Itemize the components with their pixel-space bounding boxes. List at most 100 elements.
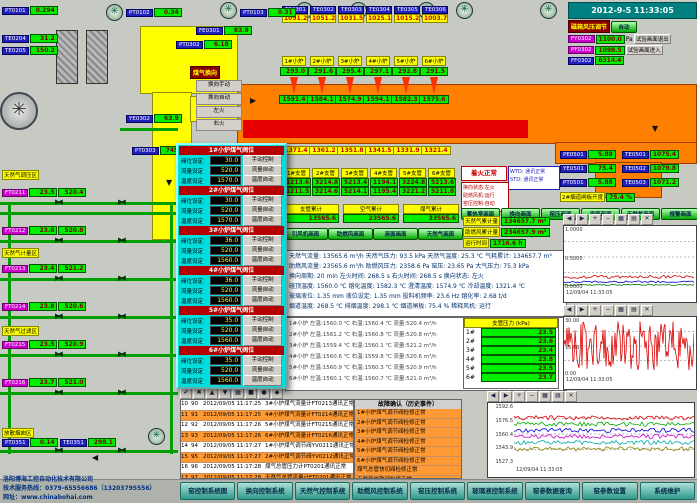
valve-icon[interactable]: ▶◀ (55, 274, 60, 282)
system-nav-button[interactable]: 窑压控制系统 (410, 482, 465, 500)
alarm-row[interactable]: 12 92 2012/09/05 11:17:26 5#小炉煤气流量计FT021… (181, 421, 353, 432)
valve-icon[interactable]: ▶◀ (55, 350, 60, 358)
chart-tool-button[interactable]: ▤ (628, 305, 640, 316)
instrument-value: 298.1 (88, 438, 116, 447)
system-nav-button[interactable]: 玻璃液控制系统 (467, 482, 522, 500)
alarm-row[interactable]: 13 93 2012/09/05 11:17:26 6#小炉煤气流量计FT021… (181, 432, 353, 443)
alarm-tool-button[interactable]: ▼ (219, 388, 231, 399)
status-line: 助燃风流量: 23565.6 m³/h 助燃风压力: 2358.6 Pa 窑压:… (289, 262, 563, 272)
valve-icon[interactable]: ▶◀ (118, 388, 123, 396)
alarm-tool-button[interactable]: ◆ (271, 388, 283, 399)
alarm-row[interactable]: 16 96 2012/09/05 11:17:28 煤气总管压力计PT0201通… (181, 463, 353, 474)
chart-tool-button[interactable]: ◀ (563, 305, 575, 316)
auto-button[interactable]: 自动 (611, 21, 637, 33)
alarm-tool-button[interactable]: ✖ (193, 388, 205, 399)
fault-row[interactable]: 6#小炉煤气调节阀检修正常 (355, 457, 461, 467)
chart-tool-button[interactable]: ✕ (641, 305, 653, 316)
screen-nav-button[interactable]: 引风机画面 (283, 228, 328, 240)
alarm-message: 6#小炉煤气流量计FT0216通讯正常 (265, 432, 353, 442)
alarm-row[interactable]: 15 95 2012/09/05 11:17:27 2#小炉煤气调节阀YV021… (181, 453, 353, 464)
alarm-tool-button[interactable]: ▦ (232, 388, 244, 399)
chart-tool-button[interactable]: + (513, 391, 525, 402)
fault-row[interactable]: 2#小炉煤气调节阀检修正常 (355, 419, 461, 429)
trend-chart-3[interactable]: 1592.61576.51560.41543.91527.3 12/09/04 … (487, 402, 695, 478)
fire-status: 着火正常 (461, 166, 507, 181)
trend-chart-1[interactable]: 1.00000.50000.0000 12/09/04 11:33:05 (563, 225, 697, 303)
alarm-tool-button[interactable]: ▲ (206, 388, 218, 399)
reversal-mode-button[interactable]: 右火 (196, 119, 242, 131)
chart-tool-button[interactable]: ✕ (641, 214, 653, 225)
chart2-xlabel: 12/09/04 11:33:05 (564, 377, 696, 383)
alarm-tool-button[interactable]: ■ (245, 388, 257, 399)
alarm-row[interactable]: 14 94 2012/09/05 11:17:27 1#小炉煤气调节阀YV021… (181, 442, 353, 453)
total-box: 煤气累计 33565.6 (403, 204, 459, 223)
test-exit-button[interactable]: 试验画面退出 (634, 34, 671, 44)
valve-icon[interactable]: ▶◀ (55, 312, 60, 320)
alarm-tool-button[interactable]: ● (258, 388, 270, 399)
chart-tool-button[interactable]: ▶ (500, 391, 512, 402)
chart-tool-button[interactable]: ▦ (615, 214, 627, 225)
fault-row[interactable]: 煤气总管快切阀检修正常 (355, 466, 461, 476)
chart-tool-button[interactable]: ▤ (552, 391, 564, 402)
valve-icon[interactable]: ▶◀ (118, 198, 123, 206)
status-line: 玻璃液位: 1.35 mm 液位设定: 1.35 mm 投料机频率: 23.6 … (289, 292, 563, 302)
alarm-message: 煤气总管压力计PT0201通讯正常 (265, 463, 353, 473)
system-nav-button[interactable]: 窑参数设置 (582, 482, 637, 500)
flow-arrow: ◀ (92, 453, 98, 462)
system-nav-button[interactable]: 窑控制系统图 (180, 482, 235, 500)
fault-row[interactable]: 1#小炉煤气调节阀检修正常 (355, 409, 461, 419)
temp-auto-button[interactable]: 温度自动 (243, 175, 282, 186)
instrument-value: 1003.7 (422, 14, 448, 23)
screen-nav-button[interactable]: 液面画面 (373, 228, 418, 240)
valve-icon[interactable]: ▶◀ (118, 312, 123, 320)
valve-icon[interactable]: ▶◀ (55, 446, 60, 454)
temp-auto-button[interactable]: 温度自动 (243, 295, 282, 306)
valve-icon[interactable]: ▶◀ (118, 350, 123, 358)
temp-set-value: 1570.0 (210, 176, 241, 185)
comm-status-box: WTD: 通讯正常STD: 通讯正常 (508, 166, 560, 190)
valve-icon[interactable]: ▶◀ (118, 236, 123, 244)
chart-tool-button[interactable]: ◀ (487, 391, 499, 402)
reversal-mode-button[interactable]: 换向自动 (196, 93, 242, 105)
test-enter-button[interactable]: 试验画面进入 (626, 45, 663, 55)
valve-icon[interactable]: ▶◀ (118, 446, 123, 454)
screen-nav-button[interactable]: 报警画面 (661, 208, 697, 220)
system-nav-button[interactable]: 系统维护 (640, 482, 695, 500)
valve-icon[interactable]: ▶◀ (55, 198, 60, 206)
screen-nav-button[interactable]: 天然气画面 (418, 228, 463, 240)
temp-auto-button[interactable]: 温度自动 (243, 335, 282, 346)
screen-nav-button[interactable]: 助燃风画面 (328, 228, 373, 240)
chart-tool-button[interactable]: ▦ (539, 391, 551, 402)
temp-auto-button[interactable]: 温度自动 (243, 375, 282, 386)
fault-row[interactable]: 5#小炉煤气调节阀检修正常 (355, 447, 461, 457)
chart-tool-button[interactable]: + (589, 305, 601, 316)
chart-tool-button[interactable]: ▦ (615, 305, 627, 316)
chart-tool-button[interactable]: ▶ (576, 305, 588, 316)
reversal-mode-button[interactable]: 左火 (196, 106, 242, 118)
reversal-mode-button[interactable]: 换向手动 (196, 80, 242, 92)
chart-tool-button[interactable]: ◀ (563, 214, 575, 225)
flow-set-label: 流量设定 (181, 247, 208, 255)
alarm-tool-button[interactable]: ✔ (180, 388, 192, 399)
chart-tool-button[interactable]: ▤ (628, 214, 640, 225)
valve-icon[interactable]: ▶◀ (55, 388, 60, 396)
chart-tool-button[interactable]: − (602, 214, 614, 225)
alarm-row[interactable]: 11 91 2012/09/05 11:17:25 4#小炉煤气流量计FT021… (181, 411, 353, 422)
system-nav-button[interactable]: 天然气控制系统 (295, 482, 350, 500)
valve-icon[interactable]: ▶◀ (55, 236, 60, 244)
temp-auto-button[interactable]: 温度自动 (243, 215, 282, 226)
trend-chart-2[interactable]: 30.0015.000.00 12/09/04 11:33:05 (563, 316, 697, 390)
valve-icon[interactable]: ▶◀ (118, 274, 123, 282)
chart-tool-button[interactable]: + (589, 214, 601, 225)
system-nav-button[interactable]: 换向控制系统 (237, 482, 292, 500)
chart-tool-button[interactable]: ▶ (576, 214, 588, 225)
chart-tool-button[interactable]: − (526, 391, 538, 402)
alarm-row[interactable]: 10 90 2012/09/05 11:17:25 3#小炉煤气流量计FT021… (181, 400, 353, 411)
system-nav-button[interactable]: 助燃风控制系统 (352, 482, 407, 500)
fault-row[interactable]: 3#小炉煤气调节阀检修正常 (355, 428, 461, 438)
system-nav-button[interactable]: 窑参数据查询 (525, 482, 580, 500)
chart-tool-button[interactable]: − (602, 305, 614, 316)
temp-auto-button[interactable]: 温度自动 (243, 255, 282, 266)
fault-row[interactable]: 4#小炉煤气调节阀检修正常 (355, 438, 461, 448)
chart-tool-button[interactable]: ✕ (565, 391, 577, 402)
